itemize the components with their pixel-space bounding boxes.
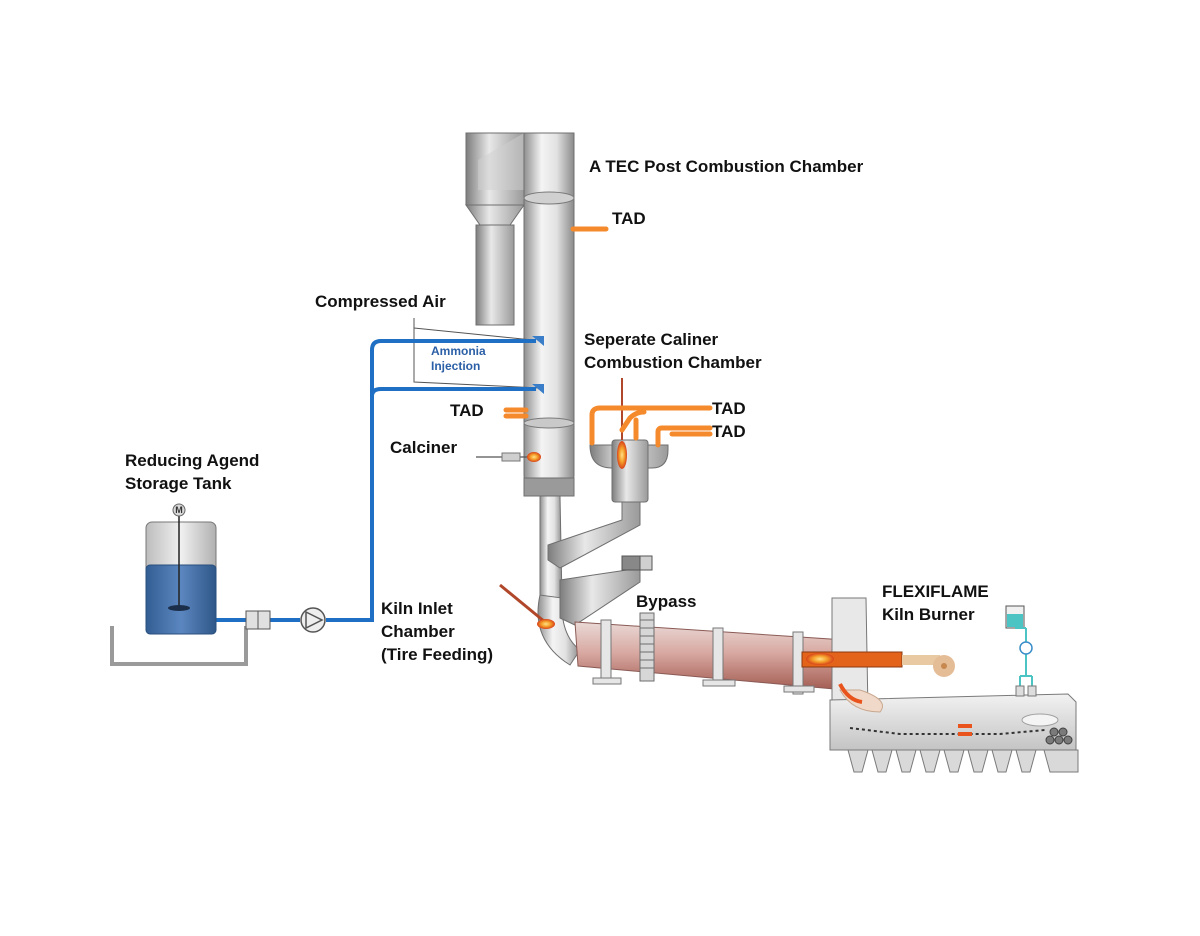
flexiflame-label-2: Kiln Burner xyxy=(882,605,975,624)
clinker-cooler xyxy=(829,683,1079,773)
calciner-burner xyxy=(476,452,541,462)
pump xyxy=(300,607,326,633)
tad-ducts xyxy=(503,226,713,448)
flexiflame-burner xyxy=(801,651,955,677)
tad-label-top: TAD xyxy=(612,209,646,228)
flexiflame-label-1: FLEXIFLAME xyxy=(882,582,989,601)
kiln-inlet-label-1: Kiln Inlet xyxy=(381,599,453,618)
separate-chamber-label-2: Combustion Chamber xyxy=(584,353,762,372)
tad-label-right-1: TAD xyxy=(712,399,746,418)
calciner-label: Calciner xyxy=(390,438,458,457)
bypass-label: Bypass xyxy=(636,592,697,611)
tad-label-right-2: TAD xyxy=(712,422,746,441)
storage-tank xyxy=(110,503,248,666)
kiln-inlet-label-2: Chamber xyxy=(381,622,455,641)
separate-combustion-chamber xyxy=(547,378,669,626)
post-combustion-chamber-label: A TEC Post Combustion Chamber xyxy=(589,157,864,176)
separate-chamber-label-1: Seperate Caliner xyxy=(584,330,719,349)
injection-nozzles xyxy=(532,336,544,394)
reducing-agent-pipe xyxy=(214,339,536,622)
storage-tank-label-2: Storage Tank xyxy=(125,474,232,493)
ammonia-label: Ammonia xyxy=(431,344,486,358)
injection-label: Injection xyxy=(431,359,481,373)
compressed-air-label: Compressed Air xyxy=(315,292,446,311)
tad-label-left: TAD xyxy=(450,401,484,420)
storage-tank-label-1: Reducing Agend xyxy=(125,451,260,470)
dosing-unit xyxy=(1005,605,1037,697)
kiln-inlet-label-3: (Tire Feeding) xyxy=(381,645,494,664)
rotary-kiln xyxy=(499,583,869,713)
inline-valve xyxy=(245,610,271,630)
agitator-motor-icon: M xyxy=(175,505,183,515)
